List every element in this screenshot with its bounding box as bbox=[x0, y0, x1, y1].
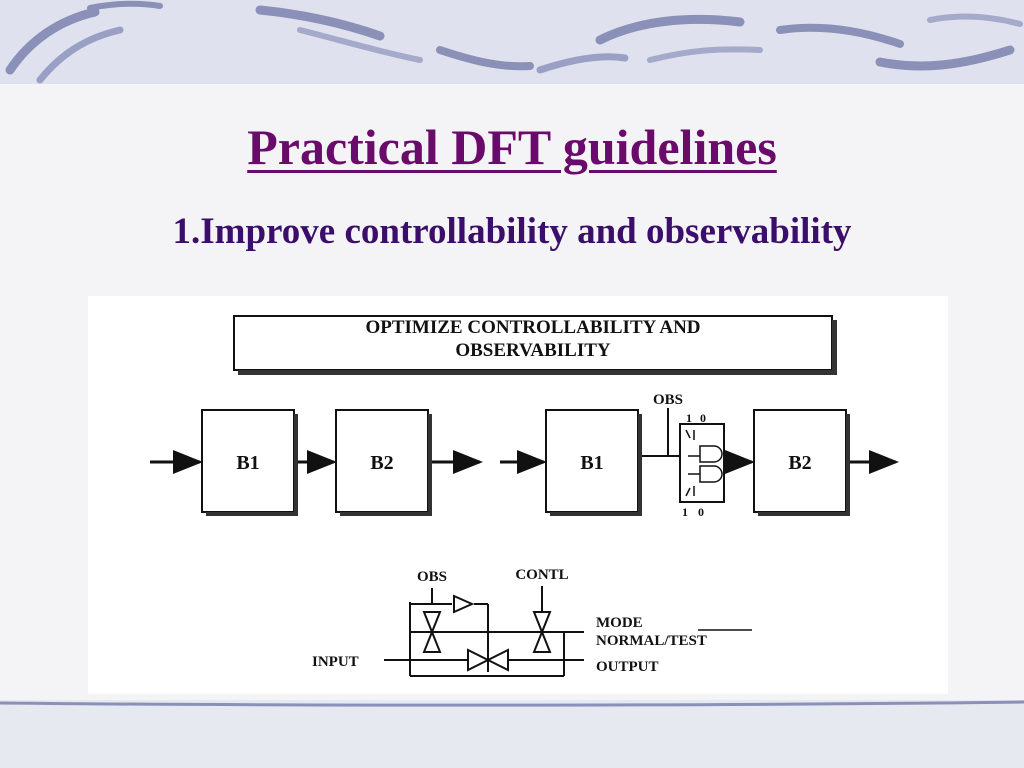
buffer-gate bbox=[453, 594, 475, 614]
mux-top-0: 0 bbox=[700, 411, 706, 425]
right-block-b1 bbox=[545, 409, 639, 513]
mux-bottom-0: 0 bbox=[698, 505, 704, 519]
input-label: INPUT bbox=[312, 654, 359, 670]
swirl-decoration-bottom bbox=[0, 700, 1024, 707]
decorative-bottom-band bbox=[0, 700, 1024, 768]
and-gate-bottom bbox=[699, 465, 723, 483]
and-gate-top bbox=[699, 445, 723, 463]
right-block-b2-label: B2 bbox=[788, 452, 811, 474]
transmission-gate-right bbox=[532, 611, 552, 653]
mode-label: MODE bbox=[596, 615, 643, 631]
decorative-top-band bbox=[0, 0, 1024, 84]
contl-label: CONTL bbox=[515, 567, 568, 583]
right-block-chain: B1 OBS 1 0 1 0 B2 bbox=[500, 392, 899, 519]
transmission-gate-middle bbox=[467, 648, 509, 672]
slide-subtitle: 1.Improve controllability and observabil… bbox=[172, 211, 852, 252]
test-point-circuit: OBS CONTL MODE NORMAL/TEST INPUT OUTPUT bbox=[312, 567, 752, 677]
swirl-decoration-top bbox=[5, 0, 1023, 84]
left-block-b2 bbox=[335, 409, 429, 513]
slide-title: Practical DFT guidelines bbox=[247, 119, 777, 175]
transmission-gate-left bbox=[422, 611, 442, 653]
mux-bottom-1: 1 bbox=[682, 505, 688, 519]
right-block-b1-label: B1 bbox=[580, 452, 603, 474]
dft-diagram-svg: OPTIMIZE CONTROLLABILITY AND OBSERVABILI… bbox=[150, 315, 899, 677]
left-block-b2-label: B2 bbox=[370, 452, 393, 474]
left-block-chain: B1 B2 bbox=[150, 409, 483, 516]
banner-box: OPTIMIZE CONTROLLABILITY AND OBSERVABILI… bbox=[233, 315, 837, 375]
mux-box bbox=[679, 423, 725, 503]
dft-diagram: OPTIMIZE CONTROLLABILITY AND OBSERVABILI… bbox=[88, 296, 948, 694]
obs-label-bottom: OBS bbox=[417, 569, 447, 585]
banner-line-1: OPTIMIZE CONTROLLABILITY AND bbox=[365, 317, 700, 338]
banner-line-2: OBSERVABILITY bbox=[455, 340, 611, 361]
output-label: OUTPUT bbox=[596, 659, 659, 675]
mux-top-1: 1 bbox=[686, 411, 692, 425]
normal-test-label: NORMAL/TEST bbox=[596, 633, 707, 649]
obs-label-top: OBS bbox=[653, 392, 683, 408]
left-block-b1-label: B1 bbox=[236, 452, 259, 474]
